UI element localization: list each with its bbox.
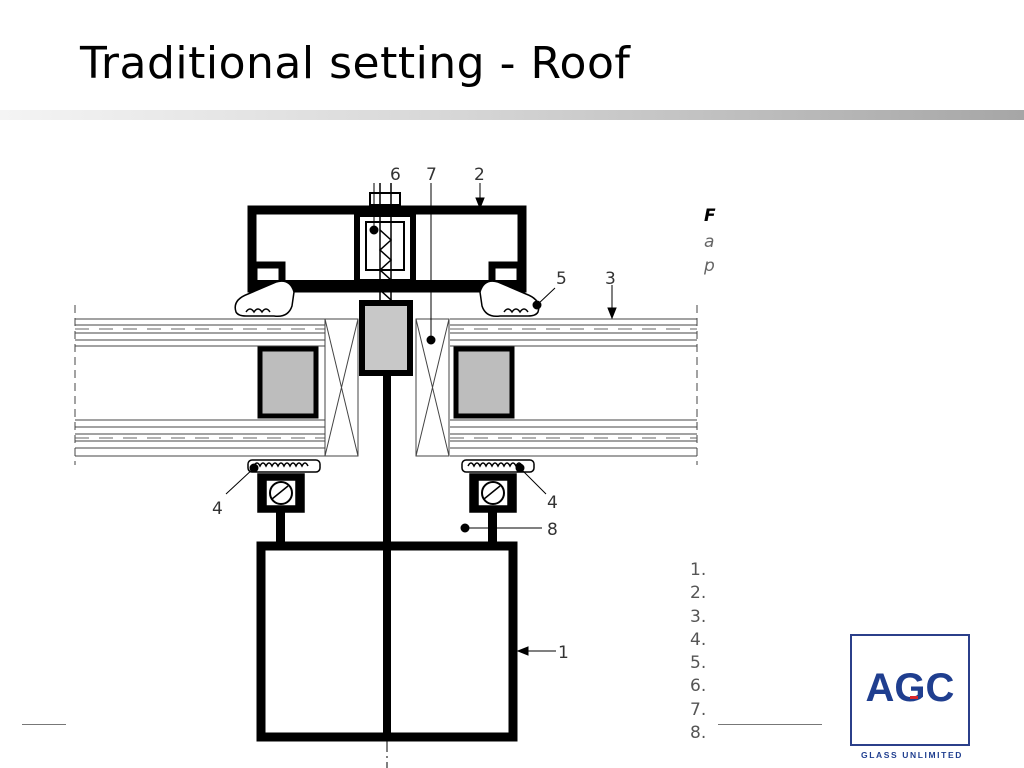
legend-item: 6. <box>690 676 707 697</box>
gasket-upper-right <box>479 280 540 318</box>
caption-fragment-2: a <box>704 232 715 252</box>
callout-7: 7 <box>426 165 437 185</box>
callout-3: 3 <box>605 269 616 289</box>
legend-item: 5. <box>690 653 707 674</box>
callout-4-right: 4 <box>547 493 558 513</box>
legend-item: 3. <box>690 606 707 627</box>
callout-8: 8 <box>547 520 558 540</box>
gasket-upper-left <box>234 280 295 318</box>
gasket-lower-left <box>247 459 321 513</box>
footer-line-right <box>718 724 822 725</box>
screw-socket <box>359 300 413 376</box>
footer-line-left <box>22 724 66 725</box>
setting-block-left <box>324 318 359 457</box>
spacer-left <box>257 346 319 419</box>
spacer-right <box>453 346 515 419</box>
cap-bolt-head <box>369 192 401 206</box>
caption-fragment-3: p <box>704 256 715 276</box>
logo-accent-mark <box>910 696 918 699</box>
gasket-lower-right <box>461 459 535 513</box>
rafter-profile <box>256 541 518 742</box>
title-underline-bar <box>0 110 1024 120</box>
legend-item: 7. <box>690 699 707 720</box>
slide-title: Traditional setting - Roof <box>80 38 631 89</box>
glass-lower-layers <box>75 419 697 457</box>
callout-6: 6 <box>390 165 401 185</box>
callout-2: 2 <box>474 165 485 185</box>
agc-logo: AGC <box>850 634 970 746</box>
setting-block-right <box>415 318 450 457</box>
pane-dashes <box>75 328 697 439</box>
callout-1: 1 <box>558 643 569 663</box>
caption-fragment-1: F <box>704 206 716 226</box>
legend-number-list: 1. 2. 3. 4. 5. 6. 7. 8. <box>690 559 706 745</box>
logo-wordmark: AGC <box>865 666 955 710</box>
callout-leaders <box>225 183 617 656</box>
callout-4-left: 4 <box>212 499 223 519</box>
legend-item: 2. <box>690 583 707 604</box>
logo-tagline: GLASS UNLIMITED <box>861 750 963 760</box>
legend-item: 1. <box>690 560 707 580</box>
glass-upper-layers <box>75 318 697 347</box>
support-post-left <box>276 510 285 546</box>
callout-5: 5 <box>556 269 567 289</box>
legend-item: 4. <box>690 629 707 650</box>
legend-item: 8. <box>690 723 707 744</box>
